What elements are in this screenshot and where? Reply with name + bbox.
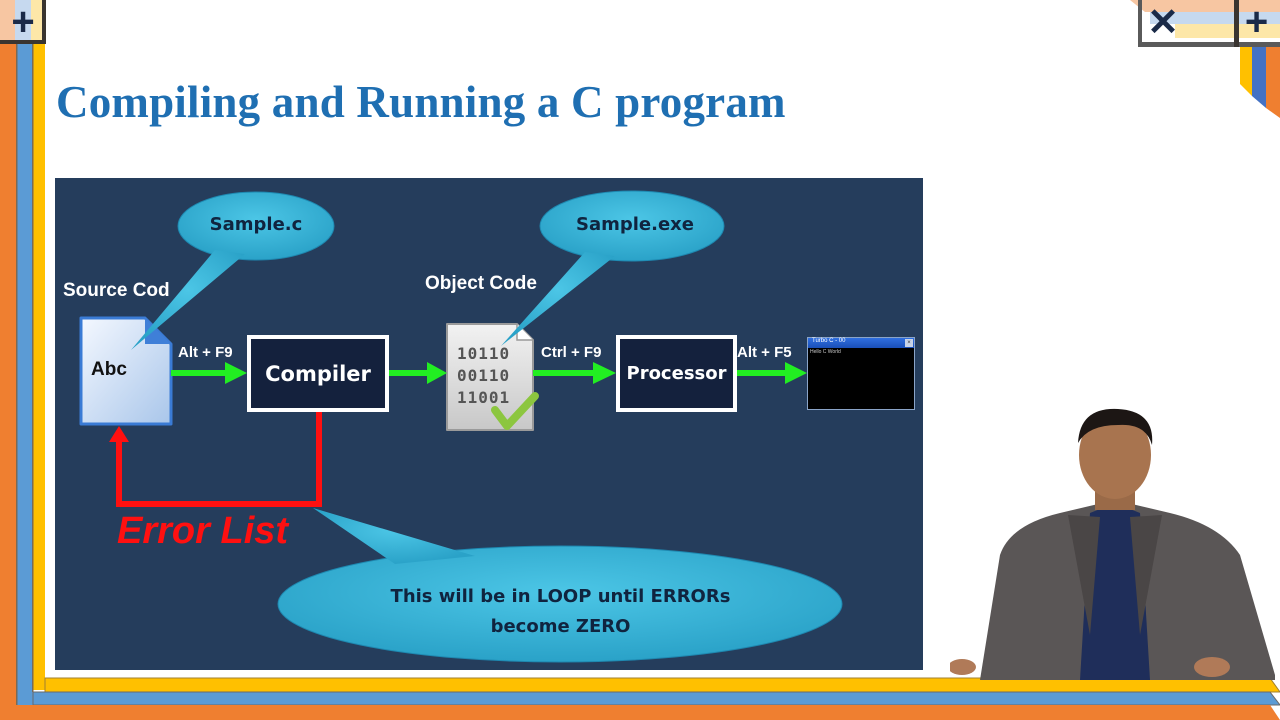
source-code-label: Source Cod	[63, 280, 170, 301]
slide-title: Compiling and Running a C program	[56, 77, 786, 127]
output-window-title: Turbo C - 00	[812, 338, 846, 344]
add-button-top-right[interactable]: +	[1233, 0, 1280, 44]
arrow-compiler-to-object	[389, 362, 447, 384]
plus-icon: +	[11, 0, 35, 44]
checkmark-icon	[491, 392, 539, 430]
shortcut-compile: Alt + F9	[178, 344, 233, 361]
loop-note-line: This will be in LOOP until ERRORs	[390, 586, 731, 607]
add-button-top-left[interactable]: +	[0, 0, 46, 44]
stripe-left-orange	[0, 40, 17, 720]
bubble-loop-note: This will be in LOOP until ERRORs become…	[283, 582, 838, 642]
close-icon: ×	[905, 339, 913, 347]
bubble-sample-c: Sample.c	[209, 214, 303, 235]
stripe-bottom-orange	[0, 705, 1280, 720]
stripe-bottom-yellow	[44, 677, 1280, 693]
binary-code: 10110 00110 11001	[457, 343, 533, 409]
arrow-source-to-compiler	[171, 362, 247, 384]
shortcut-run: Ctrl + F9	[541, 344, 602, 361]
stripe-bottom-blue	[32, 691, 1280, 706]
compiler-box: Compiler	[247, 335, 389, 412]
binary-line: 11001	[457, 388, 511, 407]
presenter-video	[950, 408, 1275, 680]
loop-note-line: become ZERO	[490, 616, 631, 637]
arrow-processor-to-output	[737, 362, 807, 384]
bubble-sample-exe: Sample.exe	[576, 214, 694, 235]
stripe-left-blue	[17, 40, 33, 705]
error-loop-arrow	[109, 412, 322, 507]
bubble-sample-c-shape	[131, 191, 335, 350]
output-line: Hello C World	[810, 349, 841, 355]
bubble-loop-note-shape	[277, 508, 843, 663]
binary-line: 10110	[457, 344, 511, 363]
arrow-object-to-processor	[533, 362, 616, 384]
close-button[interactable]: ✕	[1140, 0, 1186, 44]
processor-box: Processor	[616, 335, 737, 412]
stripe-left-yellow	[33, 40, 45, 690]
source-file-text: Abc	[91, 359, 127, 380]
object-code-label: Object Code	[425, 273, 537, 294]
object-file-icon	[446, 323, 534, 431]
source-file-icon	[79, 316, 173, 426]
output-window-titlebar: Turbo C - 00 ×	[808, 338, 914, 348]
presenter-body	[950, 408, 1275, 680]
output-window: Turbo C - 00 × Hello C World	[807, 337, 915, 410]
diagram-graphics	[79, 190, 843, 663]
error-list-label: Error List	[117, 510, 289, 552]
shortcut-output: Alt + F5	[737, 344, 792, 361]
binary-line: 00110	[457, 366, 511, 385]
diagram-panel: Source Cod Object Code Abc 10110 00110 1…	[55, 178, 923, 670]
close-icon: ✕	[1147, 1, 1179, 44]
plus-icon: +	[1244, 0, 1269, 44]
bubble-sample-exe-shape	[501, 190, 725, 346]
